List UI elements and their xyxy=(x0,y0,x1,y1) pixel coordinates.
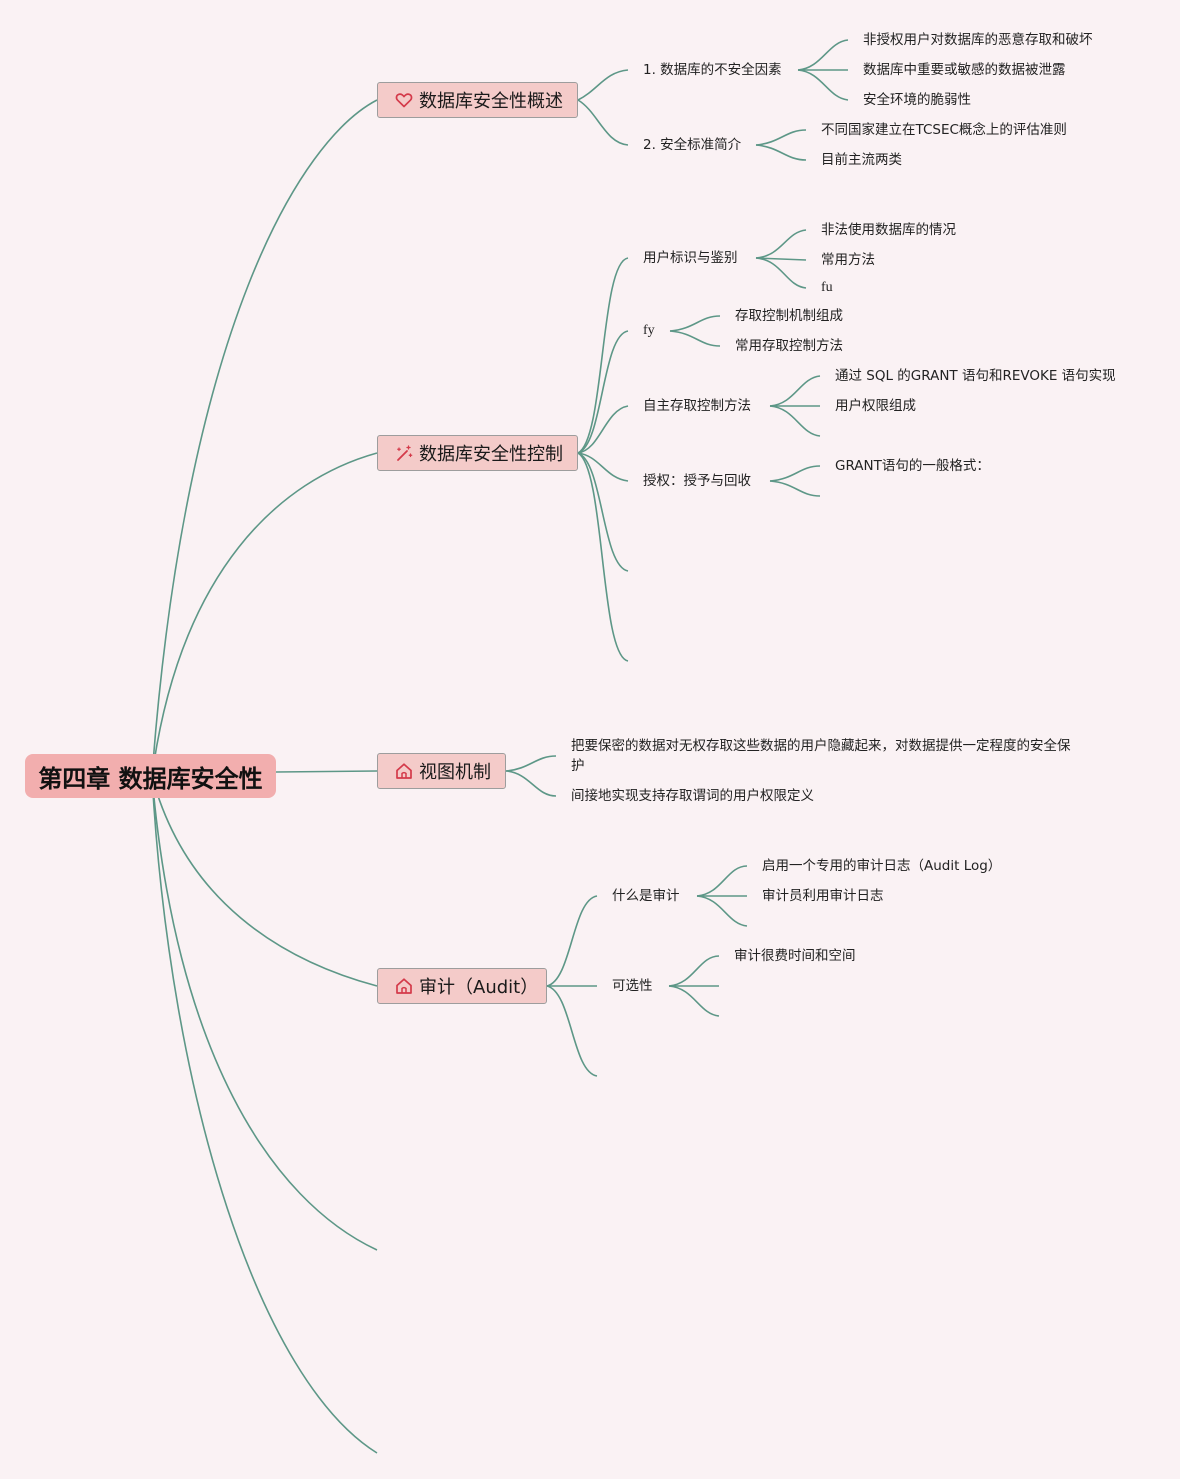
link-overview-insecurity xyxy=(577,69,629,101)
node-auth-item-2[interactable]: 常用方法 xyxy=(821,252,875,268)
link-grant-1 xyxy=(769,465,821,482)
node-fy-item-2[interactable]: 常用存取控制方法 xyxy=(735,338,843,354)
home-icon xyxy=(394,976,414,996)
node-insecurity-item-3[interactable]: 安全环境的脆弱性 xyxy=(863,92,971,108)
node-grant-item-1[interactable]: GRANT语句的一般格式： xyxy=(835,458,990,474)
topic-audit[interactable]: 审计（Audit） xyxy=(377,968,547,1004)
link-view-2 xyxy=(505,770,557,797)
link-control-empty-2 xyxy=(577,452,629,662)
link-control-empty-1 xyxy=(577,452,629,572)
link-insecurity-3 xyxy=(797,69,849,101)
topic-label: 审计（Audit） xyxy=(419,977,539,998)
link-control-fy xyxy=(577,330,629,454)
node-what-is-audit[interactable]: 什么是审计 xyxy=(612,888,680,904)
topic-security-overview[interactable]: 数据库安全性概述 xyxy=(377,82,578,118)
topic-label: 数据库安全性控制 xyxy=(419,444,563,465)
link-audit-empty xyxy=(546,985,598,1077)
node-what-item-1[interactable]: 启用一个专用的审计日志（Audit Log） xyxy=(762,858,1002,874)
node-auth-item-3[interactable]: fu xyxy=(821,280,833,295)
node-optional[interactable]: 可选性 xyxy=(612,978,653,994)
root-topic[interactable]: 第四章 数据库安全性 xyxy=(25,754,276,798)
node-view-item-2[interactable]: 间接地实现支持存取谓词的用户权限定义 xyxy=(571,788,814,804)
link-root-view xyxy=(275,770,378,773)
link-control-dac xyxy=(577,405,629,454)
link-auth-1 xyxy=(755,229,807,259)
node-fy-item-1[interactable]: 存取控制机制组成 xyxy=(735,308,843,324)
node-dac-item-2[interactable]: 用户权限组成 xyxy=(835,398,916,414)
link-fy-1 xyxy=(669,315,721,332)
node-insecurity-item-1[interactable]: 非授权用户对数据库的恶意存取和破坏 xyxy=(863,32,1093,48)
node-standards-item-1[interactable]: 不同国家建立在TCSEC概念上的评估准则 xyxy=(821,122,1067,138)
magic-wand-icon xyxy=(394,443,414,463)
node-view-item-1[interactable]: 把要保密的数据对无权存取这些数据的用户隐藏起来，对数据提供一定程度的安全保护 xyxy=(571,738,1071,774)
link-dac-3 xyxy=(769,405,821,437)
link-root-empty-1 xyxy=(151,775,378,1251)
heart-icon xyxy=(394,90,414,110)
node-user-auth[interactable]: 用户标识与鉴别 xyxy=(643,250,738,266)
node-insecurity-factors[interactable]: 1. 数据库的不安全因素 xyxy=(643,62,782,78)
link-auth-2 xyxy=(755,257,807,261)
topic-security-control[interactable]: 数据库安全性控制 xyxy=(377,435,578,471)
node-auth-item-1[interactable]: 非法使用数据库的情况 xyxy=(821,222,956,238)
topic-label: 数据库安全性概述 xyxy=(419,91,563,112)
link-root-empty-2 xyxy=(151,775,378,1454)
node-what-item-2[interactable]: 审计员利用审计日志 xyxy=(762,888,884,904)
link-control-grant xyxy=(577,452,629,482)
link-view-1 xyxy=(505,755,557,772)
topic-label: 视图机制 xyxy=(419,762,491,783)
link-audit-what xyxy=(546,895,598,987)
link-control-auth xyxy=(577,257,629,454)
link-root-overview xyxy=(151,99,378,777)
link-root-control xyxy=(151,452,378,777)
link-what-3 xyxy=(696,895,748,927)
node-dac[interactable]: 自主存取控制方法 xyxy=(643,398,751,414)
link-auth-3 xyxy=(755,257,807,289)
link-dac-1 xyxy=(769,375,821,407)
link-optional-1 xyxy=(668,955,720,987)
node-standards-item-2[interactable]: 目前主流两类 xyxy=(821,152,902,168)
node-security-standards[interactable]: 2. 安全标准简介 xyxy=(643,137,742,153)
link-root-audit xyxy=(151,775,378,987)
link-standards-2 xyxy=(755,144,807,161)
node-fy[interactable]: fy xyxy=(643,323,655,338)
link-optional-3 xyxy=(668,985,720,1017)
node-insecurity-item-2[interactable]: 数据库中重要或敏感的数据被泄露 xyxy=(863,62,1066,78)
link-what-1 xyxy=(696,865,748,897)
node-grant-revoke[interactable]: 授权：授予与回收 xyxy=(643,473,751,489)
link-insecurity-1 xyxy=(797,39,849,71)
node-dac-item-1[interactable]: 通过 SQL 的GRANT 语句和REVOKE 语句实现 xyxy=(835,368,1116,384)
link-fy-2 xyxy=(669,330,721,347)
node-optional-item-1[interactable]: 审计很费时间和空间 xyxy=(734,948,856,964)
topic-view-mechanism[interactable]: 视图机制 xyxy=(377,753,506,789)
link-overview-standards xyxy=(577,99,629,146)
link-standards-1 xyxy=(755,129,807,146)
home-icon xyxy=(394,761,414,781)
root-label: 第四章 数据库安全性 xyxy=(38,764,263,793)
link-grant-2 xyxy=(769,480,821,497)
